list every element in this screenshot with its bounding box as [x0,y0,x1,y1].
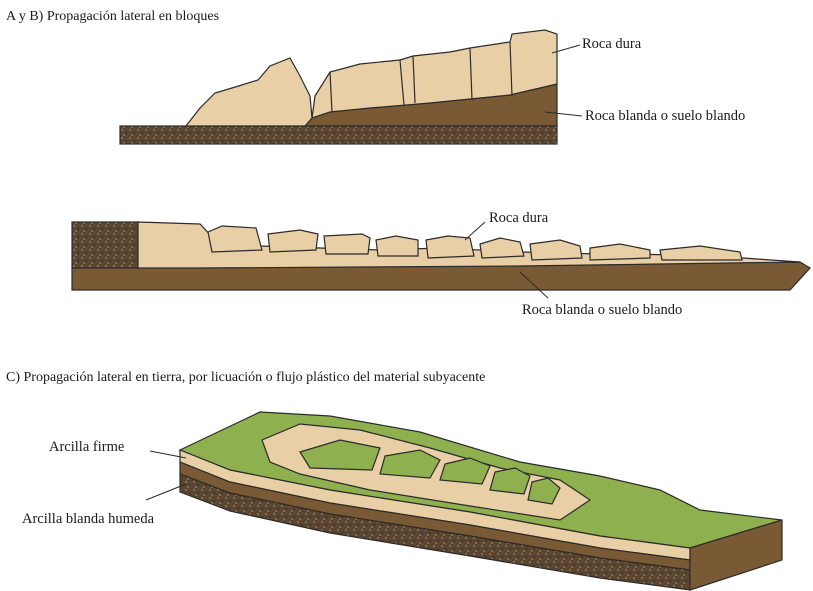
block-b-gravel-wall [72,222,138,268]
block-a-hard-rock [186,58,312,126]
block-a [120,30,557,144]
mid-hard-label-leader [465,222,485,240]
block-a-gravel-base [120,126,557,144]
block-c [180,412,782,590]
block-b [72,222,810,290]
